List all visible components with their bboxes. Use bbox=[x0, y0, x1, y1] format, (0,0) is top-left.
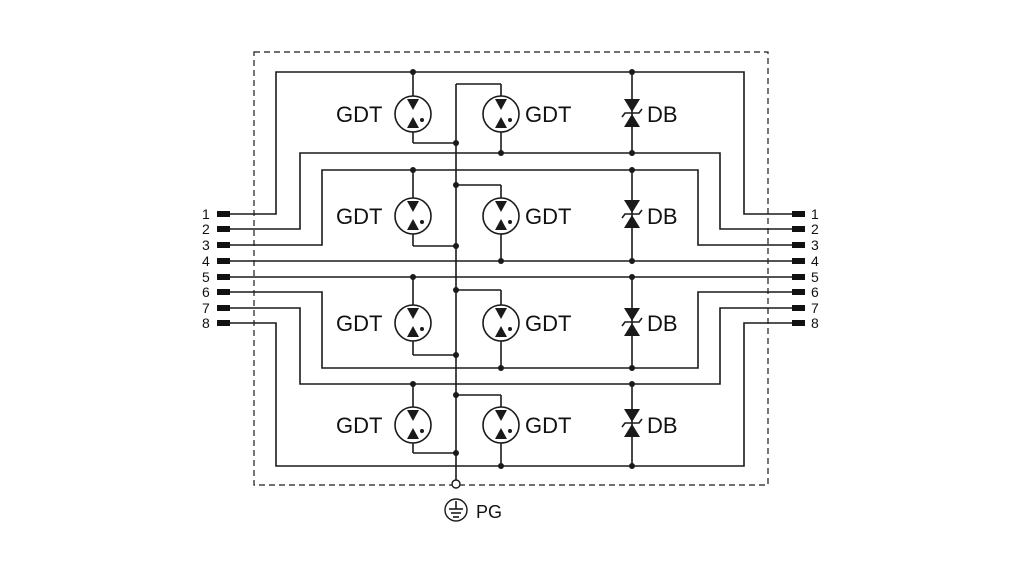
component-labels: GDT GDT DB GDT GDT DB GDT GDT DB GDT GDT… bbox=[336, 102, 678, 438]
db-label: DB bbox=[647, 413, 678, 438]
tvs-diode-4 bbox=[621, 409, 643, 437]
right-pin-label: 6 bbox=[811, 284, 819, 300]
gdt-label: GDT bbox=[525, 311, 571, 336]
db-label: DB bbox=[647, 102, 678, 127]
gdt-label: GDT bbox=[336, 311, 382, 336]
db-label: DB bbox=[647, 311, 678, 336]
component-leads bbox=[412, 72, 633, 466]
left-connector: 1 2 3 4 5 6 7 8 bbox=[202, 206, 230, 331]
ground-icon bbox=[444, 498, 468, 522]
gdt-1-right bbox=[482, 95, 520, 133]
enclosure-border bbox=[253, 51, 769, 486]
gdt-label: GDT bbox=[336, 413, 382, 438]
left-pin-label: 4 bbox=[202, 253, 210, 269]
signal-lines bbox=[229, 71, 793, 467]
gdt-label: GDT bbox=[336, 204, 382, 229]
right-pin-label: 7 bbox=[811, 300, 819, 316]
tvs-diode-1 bbox=[621, 99, 643, 127]
tvs-diode-3 bbox=[621, 308, 643, 336]
left-pin-label: 8 bbox=[202, 315, 210, 331]
gdt-1-left bbox=[394, 95, 432, 133]
right-pin-label: 2 bbox=[811, 221, 819, 237]
tvs-diode-2 bbox=[621, 200, 643, 228]
left-pin-label: 2 bbox=[202, 221, 210, 237]
junction-dots bbox=[410, 69, 635, 469]
right-pin-label: 5 bbox=[811, 269, 819, 285]
right-pin-label: 3 bbox=[811, 237, 819, 253]
left-pin-label: 1 bbox=[202, 206, 210, 222]
ground-bus bbox=[413, 83, 501, 480]
left-pin-label: 5 bbox=[202, 269, 210, 285]
gdt-4-right bbox=[482, 406, 520, 444]
gdt-4-left bbox=[394, 406, 432, 444]
left-pin-label: 3 bbox=[202, 237, 210, 253]
gdt-label: GDT bbox=[336, 102, 382, 127]
left-pin-label: 6 bbox=[202, 284, 210, 300]
gdt-2-right bbox=[482, 197, 520, 235]
gdt-3-right bbox=[482, 304, 520, 342]
ground-terminal: PG bbox=[444, 479, 502, 522]
right-pin-label: 4 bbox=[811, 253, 819, 269]
gdt-label: GDT bbox=[525, 102, 571, 127]
gdt-2-left bbox=[394, 197, 432, 235]
right-pin-label: 8 bbox=[811, 315, 819, 331]
gdt-label: GDT bbox=[525, 204, 571, 229]
gdt-label: GDT bbox=[525, 413, 571, 438]
right-connector: 1 2 3 4 5 6 7 8 bbox=[792, 206, 819, 331]
gdt-3-left bbox=[394, 304, 432, 342]
ground-label: PG bbox=[476, 502, 502, 522]
left-pin-label: 7 bbox=[202, 300, 210, 316]
right-pin-label: 1 bbox=[811, 206, 819, 222]
db-label: DB bbox=[647, 204, 678, 229]
